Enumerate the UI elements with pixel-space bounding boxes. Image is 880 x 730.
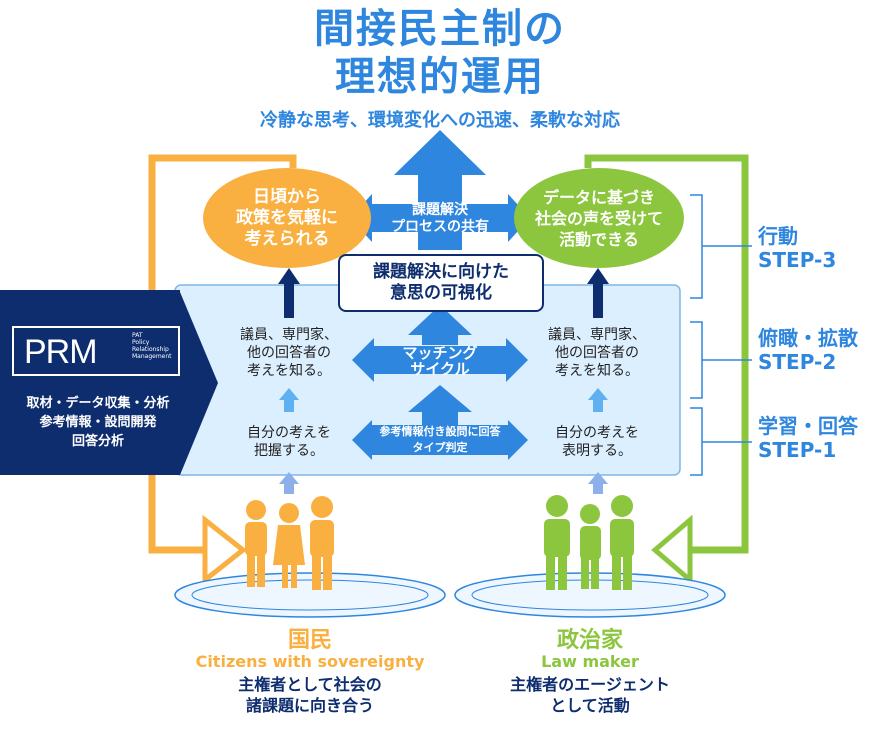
center-up-arrow-2 — [408, 385, 472, 425]
citizen-bubble-shape — [203, 168, 371, 268]
lawmaker-ground-inner — [471, 579, 709, 611]
citizens-figures-icon — [245, 496, 334, 590]
title-line-2: 理想的運用 — [335, 54, 545, 100]
citizens-title: 国民 — [287, 628, 332, 653]
prm-description: 取材・データ収集・分析 参考情報・設問開発 回答分析 — [26, 396, 170, 449]
step-3-label: 行動 STEP-3 — [758, 224, 837, 272]
step-2-label: 俯瞰・拡散 STEP-2 — [758, 326, 858, 374]
lawmakers-description: 主権者のエージェント として活動 — [510, 675, 670, 715]
step3-bracket — [690, 194, 752, 299]
left-bottom-arrow — [279, 472, 299, 494]
left-grasp-text: 自分の考えを 把握する。 — [247, 425, 331, 459]
shared-process-label: 課題解決 プロセスの共有 — [391, 202, 489, 235]
right-mid-arrow — [588, 388, 608, 412]
left-know-text: 議員、専門家、 他の回答者の 考えを知る。 — [240, 327, 338, 379]
right-bottom-arrow — [588, 472, 608, 494]
step2-bracket — [690, 321, 752, 399]
visualize-box: 課題解決に向けた 意思の可視化 — [338, 254, 544, 312]
citizen-loop-line — [148, 154, 297, 554]
lawmaker-ground — [454, 572, 726, 618]
lawmaker-loop-arrowhead — [651, 514, 693, 586]
prm-logo-sub: PAT Policy Relationship Management — [132, 332, 172, 360]
type-judgment-label: 参考情報付き設問に回答 タイプ判定 — [379, 425, 501, 454]
subtitle: 冷静な思考、環境変化への迅速、柔軟な対応 — [260, 110, 620, 131]
lawmakers-english: Law maker — [541, 652, 639, 671]
citizen-ground-inner — [191, 579, 429, 611]
center-up-arrow-1 — [408, 305, 472, 345]
left-mid-arrow — [279, 388, 299, 412]
politician-bubble-shape — [514, 168, 684, 268]
matching-cycle-label: マッチング サイクル — [402, 344, 478, 378]
right-express-text: 自分の考えを 表明する。 — [555, 425, 639, 459]
shared-double-arrow — [350, 194, 530, 242]
citizens-english: Citizens with sovereignty — [195, 652, 425, 671]
citizen-ground — [174, 572, 446, 618]
step1-bracket — [690, 407, 752, 476]
right-navy-arrow — [587, 268, 609, 318]
prm-logo-box: PRM PAT Policy Relationship Management — [12, 326, 180, 376]
step-1-label: 学習・回答 STEP-1 — [758, 414, 858, 462]
judgment-double-arrow — [352, 420, 528, 460]
matching-double-arrow — [352, 338, 528, 382]
lawmaker-loop-line — [584, 154, 749, 554]
right-know-text: 議員、専門家、 他の回答者の 考えを知る。 — [548, 327, 646, 379]
lawmaker-figures-icon — [544, 495, 634, 590]
visualize-label: 課題解決に向けた 意思の可視化 — [373, 262, 509, 303]
citizen-loop-arrowhead — [202, 514, 248, 586]
citizen-bubble: 日頃から 政策を気軽に 考えられる — [236, 186, 338, 249]
citizens-description: 主権者として社会の 諸課題に向き合う — [238, 675, 382, 715]
left-navy-arrow — [278, 268, 300, 318]
prm-logo: PRM — [24, 333, 98, 371]
prm-block — [0, 290, 218, 475]
politician-bubble: データに基づき 社会の声を受けて 活動できる — [534, 187, 663, 249]
top-up-arrow — [394, 130, 486, 250]
title-line-1: 間接民主制の — [314, 6, 566, 52]
lawmakers-title: 政治家 — [556, 628, 623, 653]
